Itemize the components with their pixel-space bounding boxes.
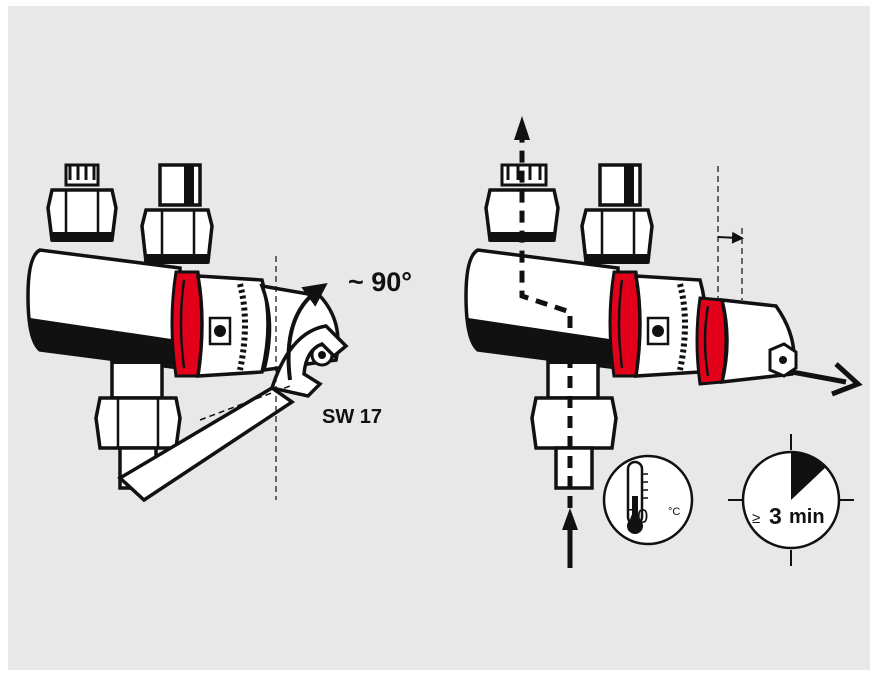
temperature-unit: °C [668, 506, 681, 518]
left-valve-illustration [26, 163, 349, 503]
wrench-size-label: SW 17 [322, 406, 383, 428]
dashed-flow-arrow-icon [514, 116, 578, 568]
rotation-angle-label: ~ 90° [348, 267, 413, 297]
right-cartridge-head [719, 297, 798, 385]
offset-dimension [717, 166, 744, 300]
cartridge-seal-ring [695, 296, 728, 386]
right-outlet-connector [580, 163, 654, 264]
thermometer-icon [626, 460, 648, 534]
right-valve-illustration [464, 116, 863, 568]
right-cartridge-nut [633, 274, 708, 378]
duration-prefix: ≥ [752, 510, 761, 527]
arrow-right-icon [791, 362, 863, 397]
left-outlet-connector [140, 163, 214, 264]
duration-value: 3 [769, 503, 782, 529]
left-cartridge-nut [195, 274, 270, 378]
left-cartridge-head [259, 283, 340, 373]
rotate-arrow-icon [286, 282, 328, 381]
timer-badge [728, 434, 854, 566]
stopwatch-icon [791, 451, 826, 500]
right-seal-ring [608, 270, 642, 378]
temperature-value: 70 [626, 506, 649, 528]
left-inlet-connector [46, 163, 118, 242]
right-valve-body [464, 248, 620, 370]
right-bottom-connector [530, 348, 618, 490]
thermometer-badge [602, 454, 694, 546]
duration-unit: min [789, 506, 825, 528]
left-seal-ring [170, 270, 204, 378]
